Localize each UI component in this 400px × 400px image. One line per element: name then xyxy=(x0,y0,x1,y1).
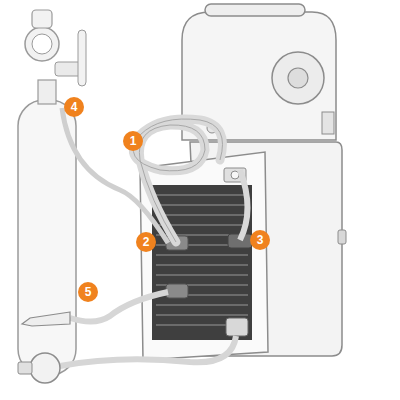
callout-number: 2 xyxy=(136,232,156,252)
callout-number: 3 xyxy=(250,230,270,250)
callout-number: 4 xyxy=(64,97,84,117)
callout-number: 1 xyxy=(123,131,143,151)
callout-number: 5 xyxy=(78,282,98,302)
